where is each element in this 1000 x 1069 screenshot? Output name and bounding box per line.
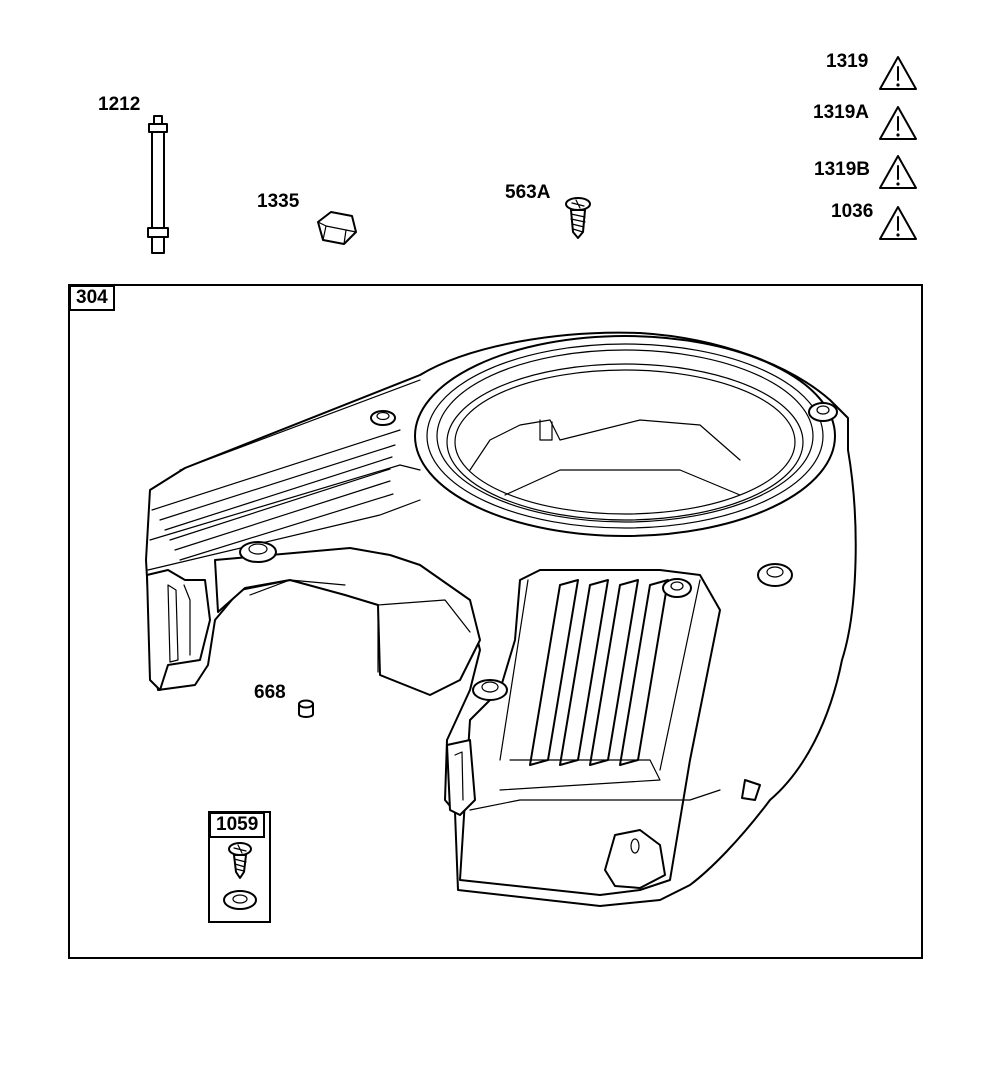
kit-1059-washer-drawing [223, 890, 257, 910]
blower-housing-drawing [145, 331, 857, 907]
part-label-668: 668 [254, 682, 286, 703]
part-label-1319a: 1319A [813, 102, 869, 123]
part-label-1319b: 1319B [814, 159, 870, 180]
hex-nut-1335-drawing [317, 211, 357, 245]
part-label-563a: 563A [505, 182, 551, 203]
part-label-1319: 1319 [826, 51, 869, 72]
part-label-1335: 1335 [257, 191, 300, 212]
stud-1212-drawing [147, 115, 169, 254]
screw-563a-drawing [565, 197, 591, 239]
kit-label-1059: 1059 [209, 812, 266, 838]
part-label-1036: 1036 [831, 201, 874, 222]
assembly-label-304: 304 [69, 285, 115, 311]
warning-triangle-icon [879, 106, 917, 140]
plug-668-drawing [298, 699, 314, 718]
part-label-1212: 1212 [98, 94, 141, 115]
assembly-frame-304 [68, 284, 923, 959]
warning-triangle-icon [879, 56, 917, 90]
warning-triangle-icon [879, 206, 917, 240]
warning-triangle-icon [879, 155, 917, 189]
kit-1059-screw-drawing [228, 842, 252, 879]
